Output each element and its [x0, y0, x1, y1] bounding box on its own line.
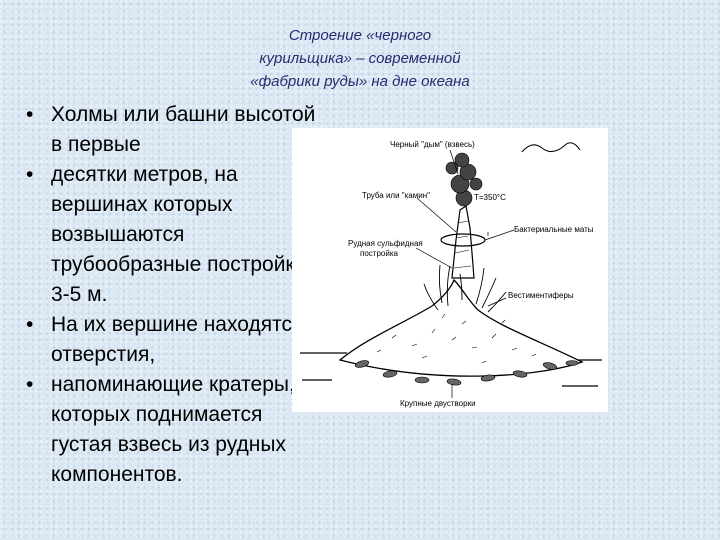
- bullet-item: десятки метров, на вершинах которых возв…: [26, 160, 326, 310]
- label-ore-structure-1: Рудная сульфидная: [348, 239, 423, 248]
- bullet-item: На их вершине находятся отверстия,: [26, 310, 326, 370]
- bullet-list: Холмы или башни высотой в первые десятки…: [26, 100, 326, 490]
- slide-title: Строение «черного курильщика» – современ…: [180, 24, 540, 93]
- label-bivalves: Крупные двустворки: [400, 399, 476, 408]
- black-smoke-plume: [445, 152, 483, 207]
- bullet-item: Холмы или башни высотой в первые: [26, 100, 326, 160]
- label-bacterial-mats: Бактериальные маты: [514, 225, 594, 234]
- label-chimney: Труба или "камин": [362, 191, 430, 200]
- label-temperature: T=350°C: [474, 193, 506, 202]
- black-smoker-diagram: Черный "дым" (взвесь) Труба или "камин" …: [292, 128, 608, 412]
- bivalve-shells: [354, 360, 579, 386]
- label-black-smoke: Черный "дым" (взвесь): [390, 140, 475, 149]
- sulfide-mound: [338, 278, 584, 377]
- title-line-2: курильщика» – современной: [259, 50, 461, 67]
- mound-texture: [376, 313, 537, 364]
- smoke-swirl: [521, 142, 581, 153]
- label-vestimentifera: Вестиментиферы: [508, 291, 574, 300]
- label-ore-structure-2: постройка: [360, 249, 398, 258]
- bullet-item: напоминающие кратеры, из которых поднима…: [26, 370, 326, 490]
- vestimentifera-worms: [423, 264, 507, 313]
- seafloor-line: [300, 352, 602, 387]
- title-line-1: Строение «черного: [288, 27, 432, 44]
- title-line-3: «фабрики руды» на дне океана: [250, 73, 470, 90]
- label-pointers: [415, 149, 515, 398]
